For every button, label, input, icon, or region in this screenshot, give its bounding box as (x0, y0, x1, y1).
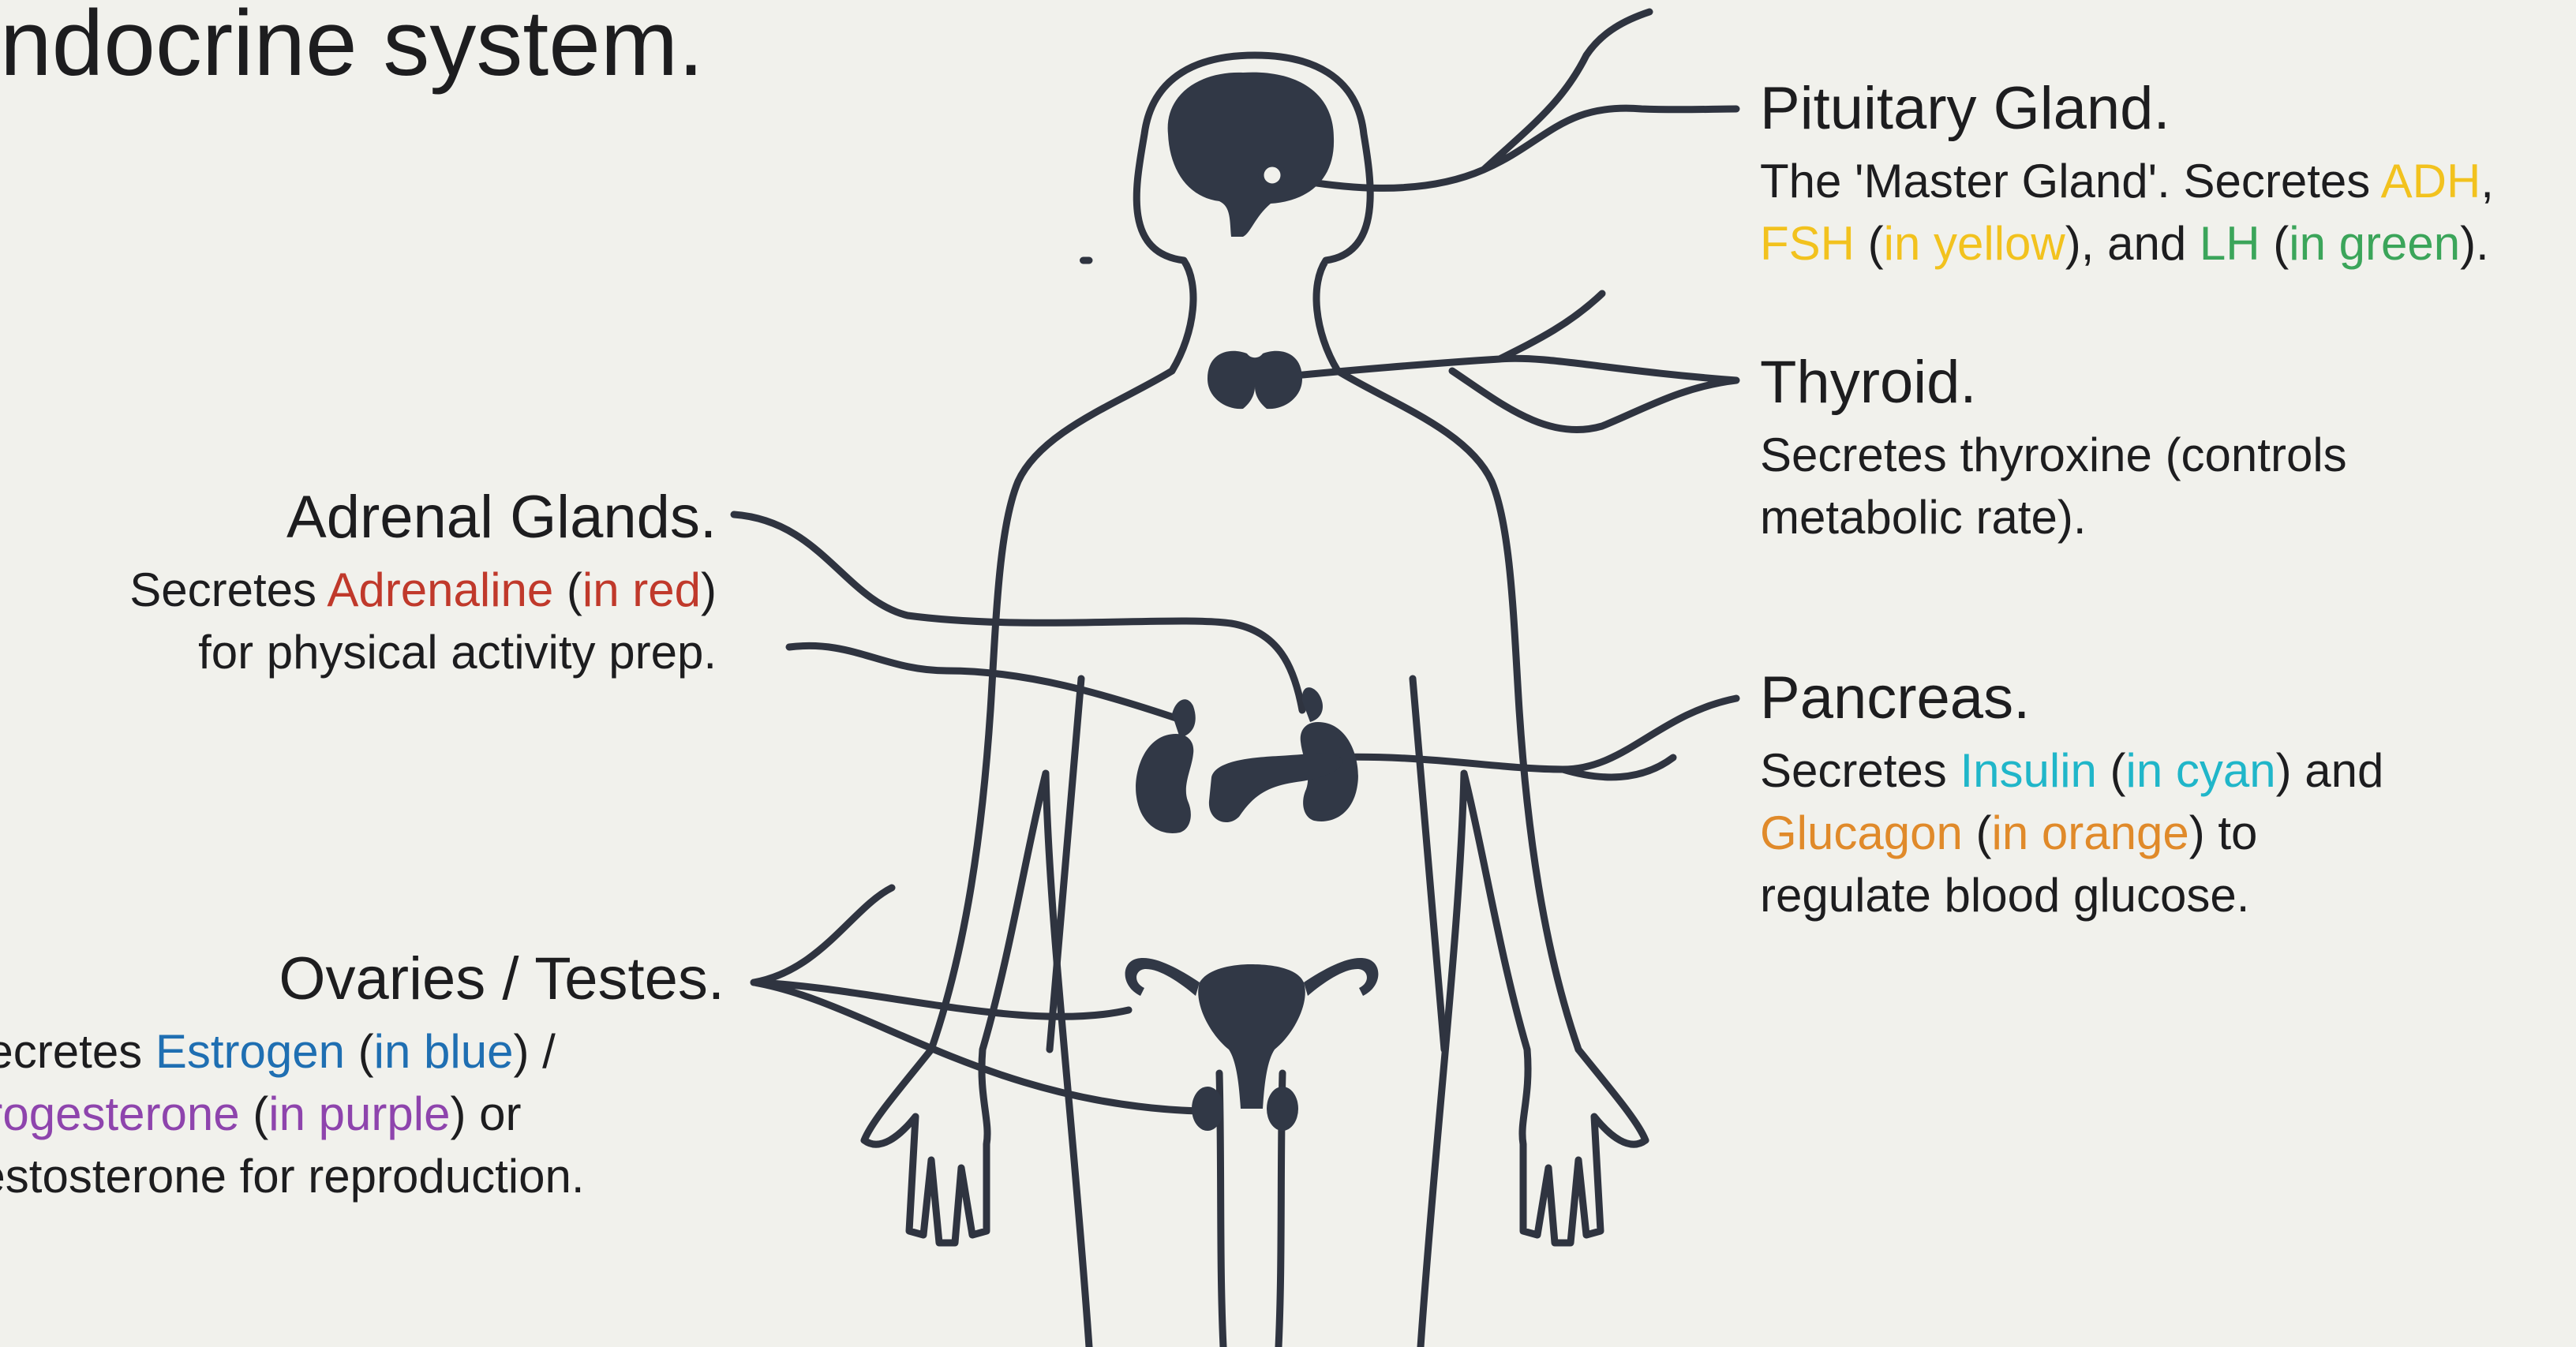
desc-thyroid: Secretes thyroxine (controls metabolic ra… (1760, 424, 2347, 548)
gonads-connector (754, 888, 1200, 1111)
description-line: Secretes Estrogen (in blue) / (0, 1020, 724, 1083)
heading-adrenal: Adrenal Glands. (129, 480, 717, 556)
thyroid-connector (1279, 294, 1736, 430)
highlighted-term: LH (2200, 217, 2260, 270)
highlighted-term: in cyan (2126, 744, 2276, 797)
text-segment: ) / (513, 1025, 555, 1078)
text-segment: ) or (450, 1087, 521, 1140)
description-line: Secretes Adrenaline (in red) (129, 559, 717, 621)
right-adrenal-icon (1302, 687, 1323, 722)
description-line: The 'Master Gland'. Secretes ADH, (1760, 150, 2494, 212)
highlighted-term: in green (2289, 217, 2460, 270)
text-segment: ( (1963, 806, 1992, 859)
text-segment: regulate blood glucose. (1760, 869, 2249, 922)
text-segment: Secretes (0, 1025, 155, 1078)
text-segment: ( (240, 1087, 269, 1140)
desc-adrenal: Secretes Adrenaline (in red)for physical… (129, 559, 717, 683)
text-segment: ) to (2189, 806, 2258, 859)
highlighted-term: in purple (268, 1087, 450, 1140)
text-segment: Secretes (129, 563, 327, 616)
thyroid-icon (1208, 351, 1302, 409)
text-segment: ( (345, 1025, 374, 1078)
description-line: Testosterone for reproduction. (0, 1145, 724, 1207)
page-title: ndocrine system. (0, 0, 704, 95)
text-segment: metabolic rate). (1760, 491, 2087, 544)
description-line: Progesterone (in purple) or (0, 1083, 724, 1145)
heading-pituitary: Pituitary Gland. (1760, 71, 2494, 147)
highlighted-term: Adrenaline (327, 563, 553, 616)
description-line: Glucagon (in orange) to (1760, 802, 2383, 864)
text-segment: ). (2460, 217, 2489, 270)
label-gonads: Ovaries / Testes. Secretes Estrogen (in … (279, 941, 724, 1207)
highlighted-term: ADH (2381, 155, 2481, 208)
text-segment: ( (553, 563, 582, 616)
brain-icon (1168, 73, 1334, 237)
highlighted-term: in red (582, 563, 701, 616)
text-segment: Secretes thyroxine (controls (1760, 428, 2347, 481)
pancreas-connector (1326, 698, 1736, 777)
description-line: FSH (in yellow), and LH (in green). (1760, 212, 2494, 275)
text-segment: ) (701, 563, 717, 616)
highlighted-term: in orange (1992, 806, 2189, 859)
text-segment: for physical activity prep. (198, 626, 717, 679)
highlighted-term: FSH (1760, 217, 1855, 270)
text-segment: Testosterone for reproduction. (0, 1150, 585, 1203)
description-line: for physical activity prep. (129, 621, 717, 683)
heading-gonads: Ovaries / Testes. (279, 941, 724, 1017)
description-line: Secretes Insulin (in cyan) and (1760, 739, 2383, 802)
body-outline (864, 55, 1646, 1347)
heading-thyroid: Thyroid. (1760, 345, 2347, 421)
highlighted-term: in yellow (1884, 217, 2065, 270)
description-line: metabolic rate). (1760, 486, 2347, 548)
desc-pituitary: The 'Master Gland'. Secretes ADH,FSH (in… (1760, 150, 2494, 275)
text-segment: ( (2097, 744, 2126, 797)
left-ovary-icon (1192, 1087, 1223, 1131)
label-pituitary: Pituitary Gland. The 'Master Gland'. Sec… (1760, 71, 2494, 275)
left-kidney-icon (1136, 734, 1193, 833)
description-line: regulate blood glucose. (1760, 864, 2383, 926)
text-segment: Secretes (1760, 744, 1960, 797)
highlighted-term: Estrogen (155, 1025, 345, 1078)
highlighted-term: Glucagon (1760, 806, 1963, 859)
text-segment: The 'Master Gland'. Secretes (1760, 155, 2381, 208)
left-adrenal-icon (1172, 699, 1196, 738)
label-pancreas: Pancreas. Secretes Insulin (in cyan) and… (1760, 660, 2383, 926)
right-ovary-icon (1267, 1087, 1298, 1131)
text-segment: ( (1855, 217, 1884, 270)
uterus-icon (1198, 964, 1305, 1109)
description-line: Secretes thyroxine (controls (1760, 424, 2347, 486)
label-adrenal: Adrenal Glands. Secretes Adrenaline (in … (129, 480, 717, 683)
highlighted-term: Insulin (1960, 744, 2096, 797)
label-thyroid: Thyroid. Secretes thyroxine (controls met… (1760, 345, 2347, 548)
highlighted-term: Progesterone (0, 1087, 240, 1140)
text-segment: ( (2260, 217, 2290, 270)
highlighted-term: in blue (374, 1025, 514, 1078)
pituitary-connector (1271, 12, 1736, 188)
pituitary-gland-icon (1261, 164, 1283, 186)
desc-gonads: Secretes Estrogen (in blue) /Progesteron… (0, 1020, 724, 1207)
adrenal-connector (734, 514, 1302, 718)
text-segment: ) and (2276, 744, 2384, 797)
text-segment: , (2481, 155, 2494, 208)
text-segment: ), and (2065, 217, 2200, 270)
heading-pancreas: Pancreas. (1760, 660, 2383, 736)
